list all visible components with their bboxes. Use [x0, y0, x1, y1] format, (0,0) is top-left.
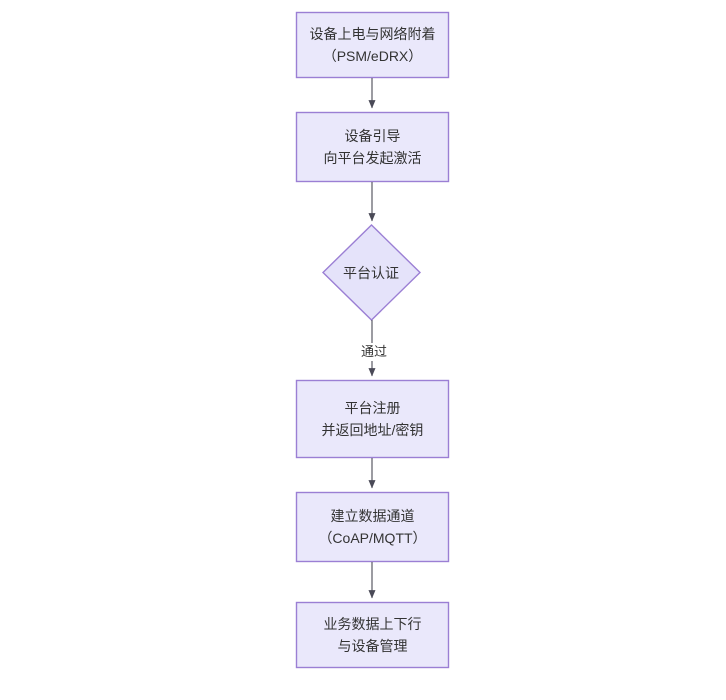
- edge-label-pass: 通过: [355, 343, 393, 361]
- node-power-on-shape[interactable]: [295, 11, 450, 79]
- node-bootstrap-shape[interactable]: [295, 111, 450, 183]
- node-platform-register-shape[interactable]: [295, 379, 450, 459]
- node-service-data-shape[interactable]: [295, 601, 450, 669]
- node-data-channel-shape[interactable]: [295, 491, 450, 563]
- node-platform-auth-shape[interactable]: [321, 224, 422, 321]
